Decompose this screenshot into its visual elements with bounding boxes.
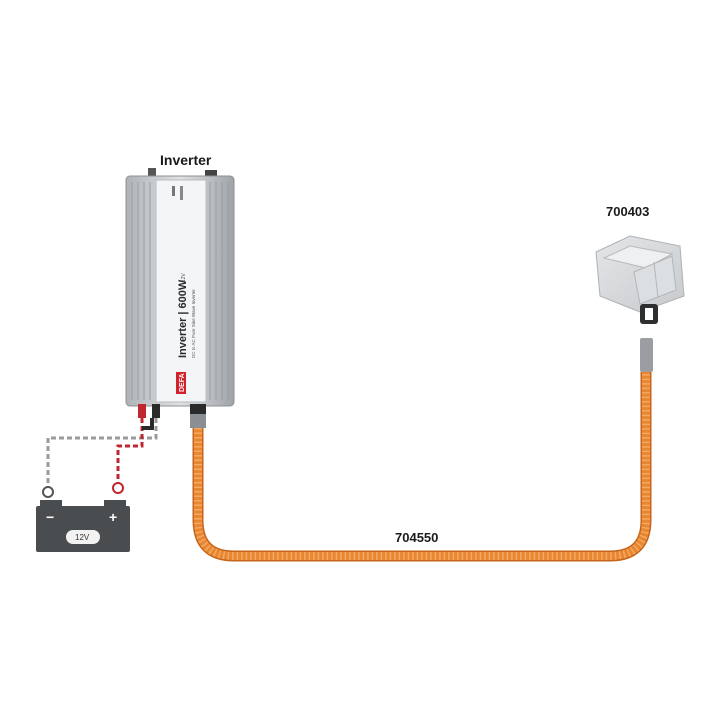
inverter-mark (172, 186, 175, 196)
output-port (190, 404, 206, 414)
switch-face (633, 255, 677, 305)
battery-post-negative (40, 500, 62, 508)
negative-bracket (142, 418, 154, 430)
switch-part-number: 700403 (606, 204, 650, 219)
cable-part-number: 704550 (395, 530, 439, 545)
inverter-brand: DEFA (179, 373, 186, 392)
switch-top-left-button (602, 245, 674, 269)
inverter-label: Inverter (160, 152, 212, 168)
negative-terminal (152, 404, 160, 418)
switch-box (595, 235, 685, 324)
battery-post-positive (104, 500, 126, 508)
battery-voltage-badge (66, 530, 100, 544)
inverter-fins (131, 182, 229, 400)
orange-cable (190, 338, 653, 562)
battery: − + 12V (36, 500, 130, 552)
inverter-top-port (205, 170, 217, 178)
battery-plus-sign: + (109, 509, 117, 525)
switch-plug-pins (645, 308, 653, 320)
cable-connector-switch (640, 338, 653, 372)
inverter: DEFA Inverter | 600W DC to AC Pure Sine … (125, 168, 235, 418)
cable-outline (192, 372, 652, 562)
negative-ring-terminal (42, 486, 54, 498)
battery-body (36, 506, 130, 552)
battery-voltage: 12V (75, 533, 90, 542)
negative-wire (46, 418, 158, 488)
cable-ribs (194, 372, 650, 560)
inverter-top-terminal (148, 168, 156, 178)
battery-minus-sign: − (46, 509, 54, 525)
inverter-model-text: Inverter | 600W (177, 279, 189, 358)
cable-body (194, 372, 650, 560)
cable-connector-inverter (190, 414, 206, 428)
inverter-subtitle-text: DC to AC Pure Sine Wave Inverter (191, 289, 196, 358)
inverter-badge: 12V (181, 272, 187, 282)
switch-divider (653, 261, 659, 299)
defa-logo (176, 372, 186, 394)
battery-wires (42, 418, 158, 498)
inverter-label-panel (155, 179, 207, 403)
positive-ring-terminal (112, 482, 124, 494)
positive-wire (116, 418, 144, 484)
positive-terminal (138, 404, 146, 418)
inverter-mark (180, 186, 183, 200)
